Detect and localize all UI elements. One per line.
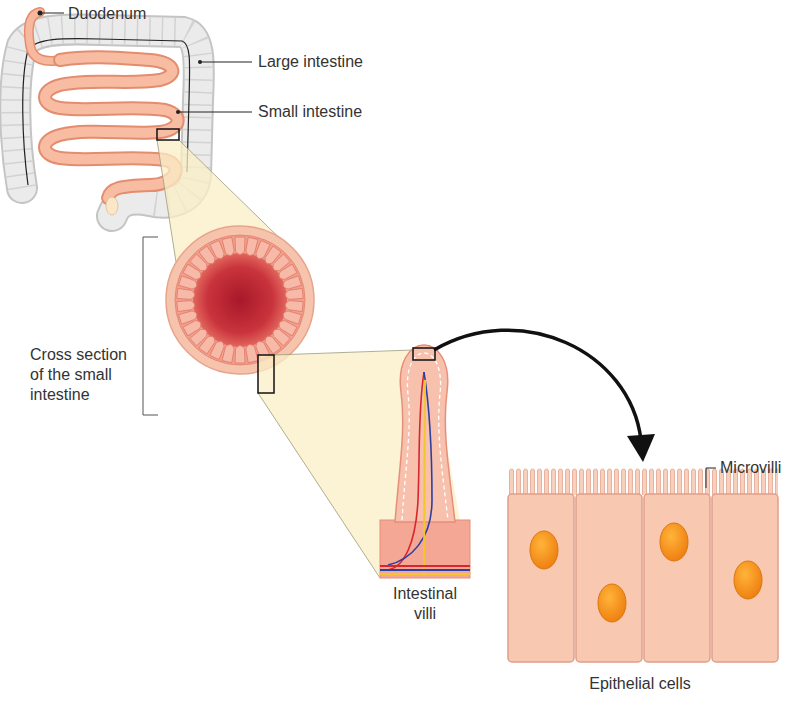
part-label: Epithelial cells xyxy=(540,674,740,694)
appendix xyxy=(106,197,118,215)
villus xyxy=(235,237,245,255)
zoom-line xyxy=(258,393,380,578)
bracket xyxy=(143,237,158,415)
zoom-line xyxy=(274,350,413,355)
part-label: Cross section of the small intestine xyxy=(30,345,140,405)
leader-line xyxy=(706,468,716,488)
villus xyxy=(179,309,199,324)
leader-line xyxy=(40,13,64,14)
part-label: Intestinal villi xyxy=(385,584,465,624)
muscle-layer xyxy=(175,235,305,365)
zoom-arrow xyxy=(434,330,641,440)
nucleus xyxy=(598,584,626,622)
villus xyxy=(285,300,303,312)
nucleus xyxy=(530,531,558,569)
part-label: Large intestine xyxy=(258,52,418,72)
epithelial-cell xyxy=(508,494,574,662)
part-label: Microvilli xyxy=(720,458,800,478)
arrow-head xyxy=(627,434,655,462)
villus xyxy=(285,288,303,300)
small-intestine-fill xyxy=(45,57,178,198)
villus xyxy=(222,237,235,256)
leader-line xyxy=(200,62,252,63)
vessel-red xyxy=(380,565,470,567)
outer-wall xyxy=(166,226,314,374)
villus xyxy=(282,276,302,291)
lacteal xyxy=(424,380,425,572)
leader-dot xyxy=(176,110,180,114)
cross-section xyxy=(166,226,314,374)
epithelial-cell xyxy=(576,494,642,662)
villus xyxy=(245,343,258,362)
small-intestine xyxy=(45,57,178,198)
artery xyxy=(385,372,424,570)
epithelial-cell xyxy=(644,494,710,662)
zoom-box xyxy=(258,355,274,393)
vessel-blue xyxy=(380,569,470,571)
leader-line xyxy=(178,112,252,113)
zoom-box xyxy=(413,348,435,360)
epithelial-cell xyxy=(712,494,778,662)
nucleus xyxy=(734,561,762,599)
part-label: Duodenum xyxy=(68,4,198,24)
vessel-yellow xyxy=(380,573,470,575)
part-label: Small intestine xyxy=(258,102,418,122)
zoom-box xyxy=(157,129,179,140)
villus xyxy=(235,346,245,364)
villus xyxy=(177,300,195,312)
leader-dot xyxy=(198,60,202,64)
zoom-line xyxy=(157,140,176,262)
villus xyxy=(177,288,195,300)
nucleus xyxy=(660,523,688,561)
